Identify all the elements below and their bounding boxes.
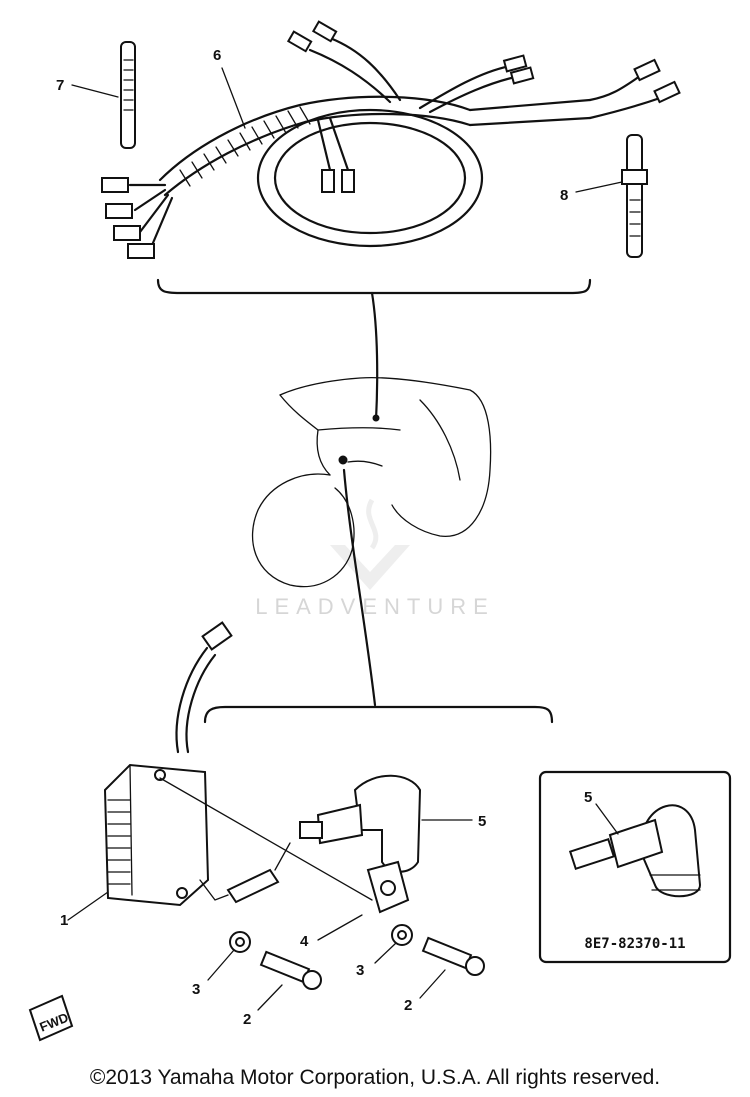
inset-box bbox=[538, 770, 732, 964]
leader-8 bbox=[575, 181, 623, 193]
upper-connector-line bbox=[370, 291, 379, 422]
leader-4 bbox=[317, 914, 363, 941]
callout-3-right: 3 bbox=[356, 962, 364, 979]
callout-2-left: 2 bbox=[243, 1011, 251, 1028]
copyright-notice: ©2013 Yamaha Motor Corporation, U.S.A. A… bbox=[89, 1066, 661, 1089]
cable-strap-7 bbox=[120, 41, 136, 149]
upper-bracket bbox=[156, 278, 592, 295]
bolt-right bbox=[421, 936, 485, 976]
leader-5-inset bbox=[595, 803, 619, 835]
clamp bbox=[366, 860, 410, 914]
leader-1 bbox=[67, 891, 109, 921]
callout-2-right: 2 bbox=[404, 997, 412, 1014]
leader-6 bbox=[221, 67, 246, 129]
inset-part-number: 8E7-82370-11 bbox=[584, 936, 685, 952]
lower-connector-line bbox=[342, 468, 377, 707]
assembly-line bbox=[159, 777, 373, 901]
motorcycle-outline bbox=[251, 376, 492, 588]
cable-strap-8 bbox=[621, 134, 648, 258]
callout-5: 5 bbox=[478, 813, 486, 830]
plug-cap bbox=[226, 774, 422, 904]
callout-4: 4 bbox=[300, 933, 309, 950]
cdi-unit bbox=[103, 621, 233, 907]
callout-8: 8 bbox=[560, 187, 568, 204]
leader-7 bbox=[71, 84, 119, 98]
callout-7: 7 bbox=[56, 77, 64, 94]
callout-3-left: 3 bbox=[192, 981, 200, 998]
callout-5-inset: 5 bbox=[584, 789, 592, 806]
callout-1: 1 bbox=[60, 912, 68, 929]
fwd-badge: FWD bbox=[28, 994, 74, 1042]
wire-harness bbox=[101, 20, 681, 259]
watermark-text: LEADVENTURE bbox=[255, 594, 495, 619]
callout-6: 6 bbox=[213, 47, 221, 64]
bolt-left bbox=[259, 950, 322, 990]
lower-bracket bbox=[203, 705, 554, 724]
